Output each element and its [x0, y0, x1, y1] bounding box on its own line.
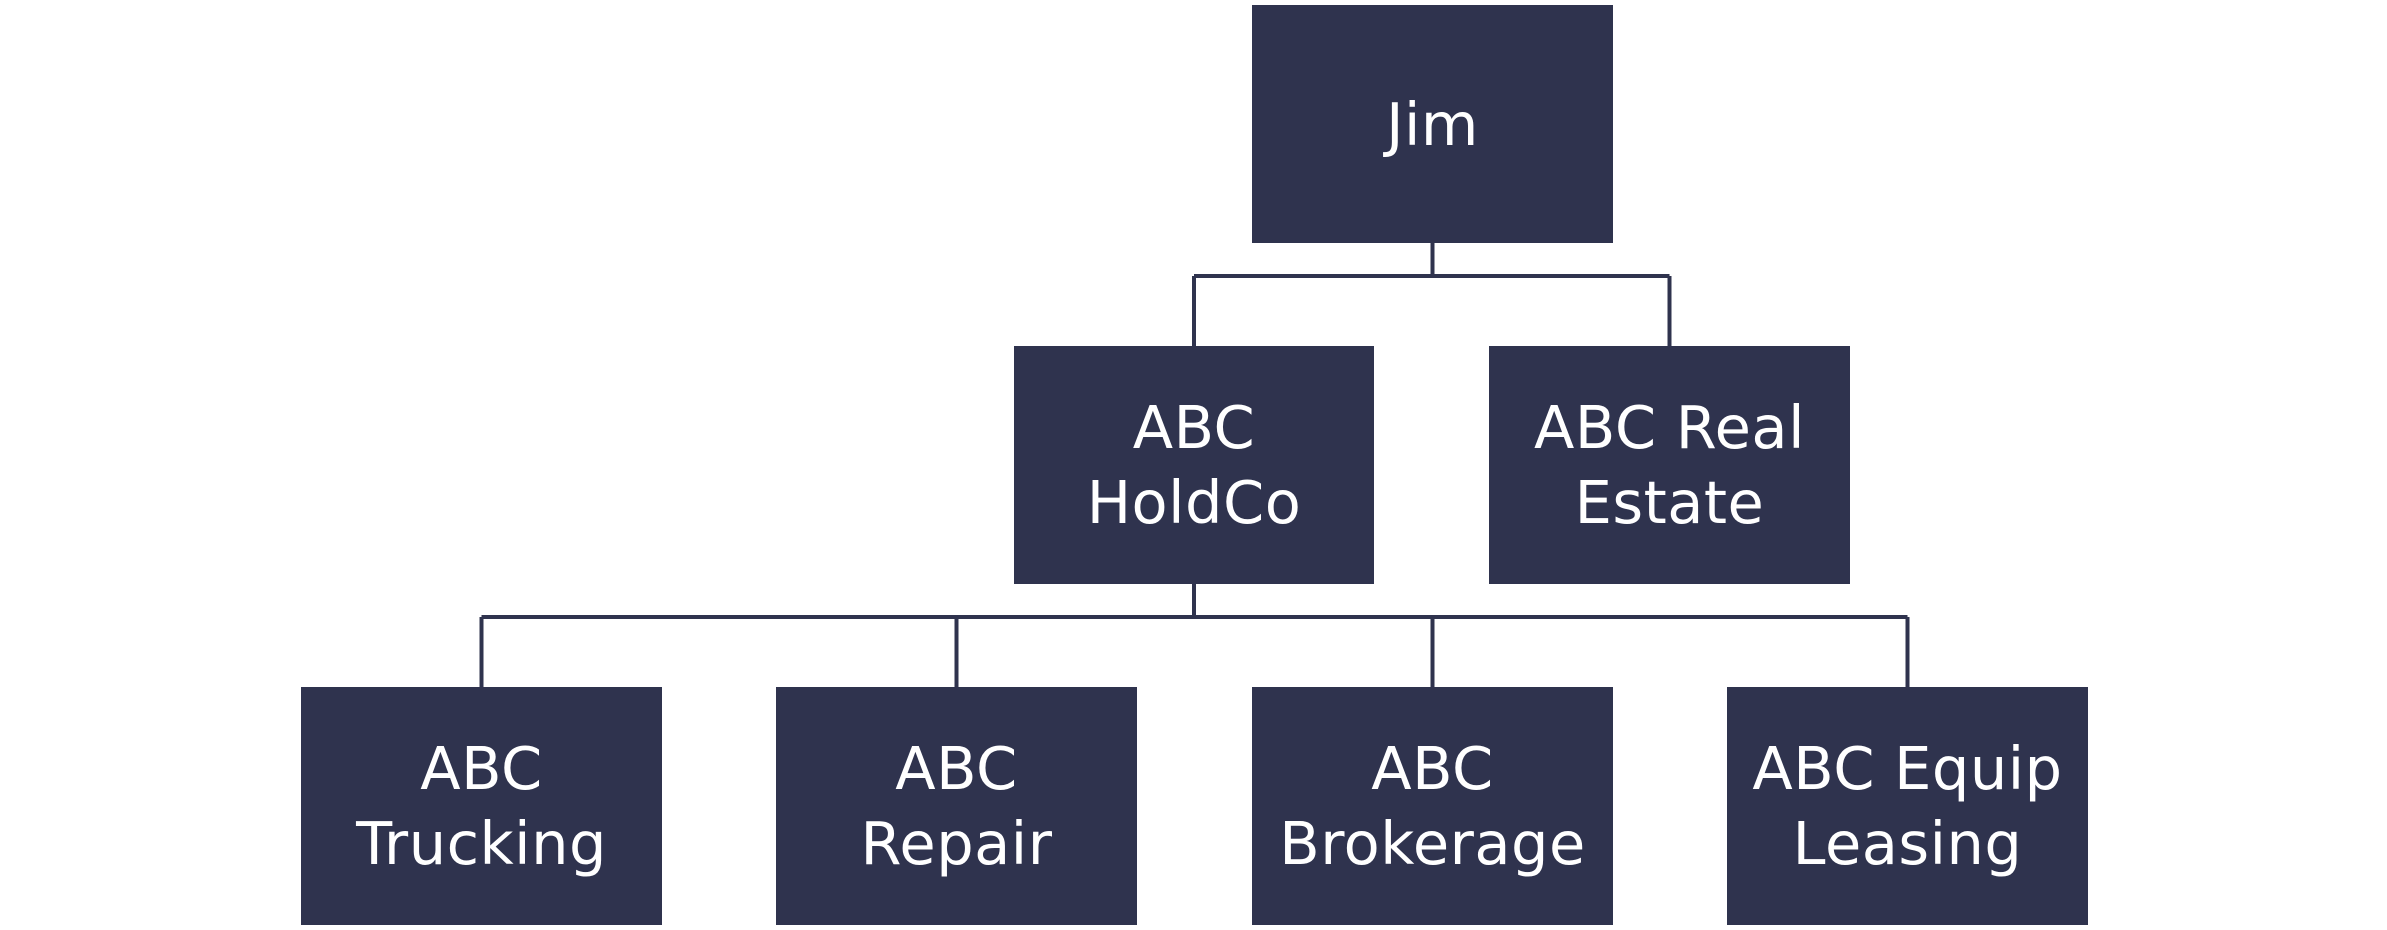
node-abc-equip-leasing-label: ABC Equip Leasing [1752, 734, 2063, 878]
node-abc-equip-leasing: ABC Equip Leasing [1727, 687, 2088, 925]
node-abc-repair-label: ABC Repair [860, 734, 1053, 878]
node-abc-brokerage-label: ABC Brokerage [1279, 734, 1586, 878]
node-abc-trucking-label: ABC Trucking [356, 734, 607, 878]
node-abc-repair: ABC Repair [776, 687, 1137, 925]
node-abc-holdco: ABC HoldCo [1014, 346, 1374, 584]
node-abc-real-estate: ABC Real Estate [1489, 346, 1850, 584]
node-abc-holdco-label: ABC HoldCo [1086, 393, 1302, 537]
node-jim: Jim [1252, 5, 1613, 243]
node-abc-trucking: ABC Trucking [301, 687, 662, 925]
node-abc-real-estate-label: ABC Real Estate [1534, 393, 1805, 537]
node-jim-label: Jim [1386, 89, 1479, 159]
node-abc-brokerage: ABC Brokerage [1252, 687, 1613, 925]
